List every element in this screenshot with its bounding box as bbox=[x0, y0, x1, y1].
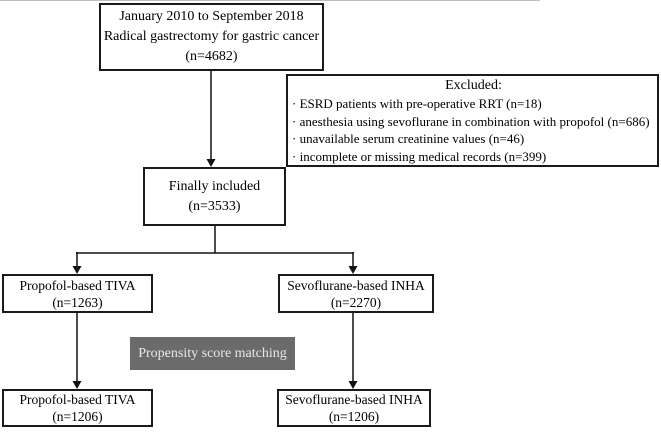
excluded-item-3: · unavailable serum creatinine values (n… bbox=[292, 131, 525, 146]
tiva-unmatched-count: (n=1263) bbox=[52, 294, 103, 310]
propensity-score-matching-label: Propensity score matching bbox=[138, 346, 287, 361]
excluded-item-2: · anesthesia using sevoflurane in combin… bbox=[292, 113, 650, 129]
propensity-score-matching-box: Propensity score matching bbox=[130, 337, 295, 370]
enrollment-box: January 2010 to September 2018 Radical g… bbox=[99, 3, 324, 71]
inha-matched-count: (n=1206) bbox=[328, 409, 380, 424]
excluded-item-4: · incomplete or missing medical records … bbox=[292, 148, 547, 164]
tiva-matched-label: Propofol-based TIVA bbox=[19, 392, 136, 407]
excluded-box: Excluded: · ESRD patients with pre-opera… bbox=[286, 74, 659, 167]
tiva-matched-count: (n=1206) bbox=[52, 409, 103, 424]
enrollment-count: (n=4682) bbox=[185, 49, 238, 64]
inha-unmatched-count: (n=2270) bbox=[330, 294, 382, 310]
enrollment-period: January 2010 to September 2018 bbox=[119, 9, 304, 24]
finally-included-count: (n=3533) bbox=[188, 198, 241, 214]
tiva-unmatched-box: Propofol-based TIVA (n=1263) bbox=[2, 274, 153, 313]
inha-unmatched-label: Sevoflurane-based INHA bbox=[287, 277, 425, 293]
inha-unmatched-box: Sevoflurane-based INHA (n=2270) bbox=[278, 274, 434, 313]
inha-matched-box: Sevoflurane-based INHA (n=1206) bbox=[277, 389, 431, 427]
tiva-matched-box: Propofol-based TIVA (n=1206) bbox=[2, 389, 153, 427]
finally-included-box: Finally included (n=3533) bbox=[143, 167, 286, 226]
tiva-unmatched-label: Propofol-based TIVA bbox=[19, 277, 136, 293]
enrollment-procedure: Radical gastrectomy for gastric cancer bbox=[103, 29, 320, 44]
inha-matched-label: Sevoflurane-based INHA bbox=[285, 392, 423, 407]
excluded-item-1: · ESRD patients with pre-operative RRT (… bbox=[292, 96, 542, 111]
figure-top-border bbox=[0, 0, 540, 1]
finally-included-label: Finally included bbox=[168, 178, 261, 194]
excluded-title: Excluded: bbox=[445, 78, 502, 93]
